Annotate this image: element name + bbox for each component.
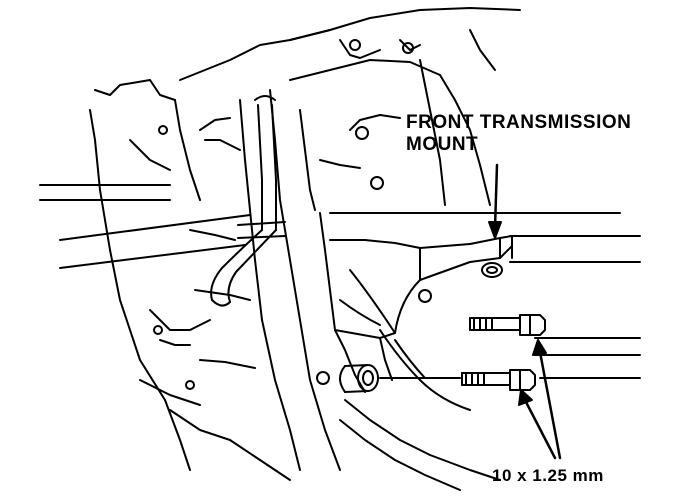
frame-rails: [39, 184, 641, 379]
bolt-leader-line-lower: [524, 400, 557, 460]
mount-bracket: [319, 212, 513, 393]
bolt-arrowhead-lower: [518, 389, 533, 406]
subframe: [339, 329, 501, 491]
breather-hose: [210, 95, 286, 307]
transmission-case: [89, 79, 291, 481]
mount-arrowhead: [488, 221, 502, 239]
bolt-arrowhead-upper: [532, 339, 547, 356]
mount-bushing: [316, 364, 379, 393]
mount-label-line1: FRONT TRANSMISSION: [406, 112, 632, 133]
upper-bolt: [469, 314, 546, 336]
lower-bolt: [461, 369, 536, 391]
bolt-spec-label: 10 x 1.25 mm: [492, 466, 604, 485]
leader-arrows: [488, 163, 562, 460]
front-transmission-mount-label: FRONT TRANSMISSION MOUNT: [406, 112, 631, 156]
mount-leader-line: [493, 163, 499, 230]
engine-block: [289, 7, 521, 211]
mount-label-line2: MOUNT: [406, 134, 479, 155]
bolt-leader-line-upper: [538, 350, 562, 460]
